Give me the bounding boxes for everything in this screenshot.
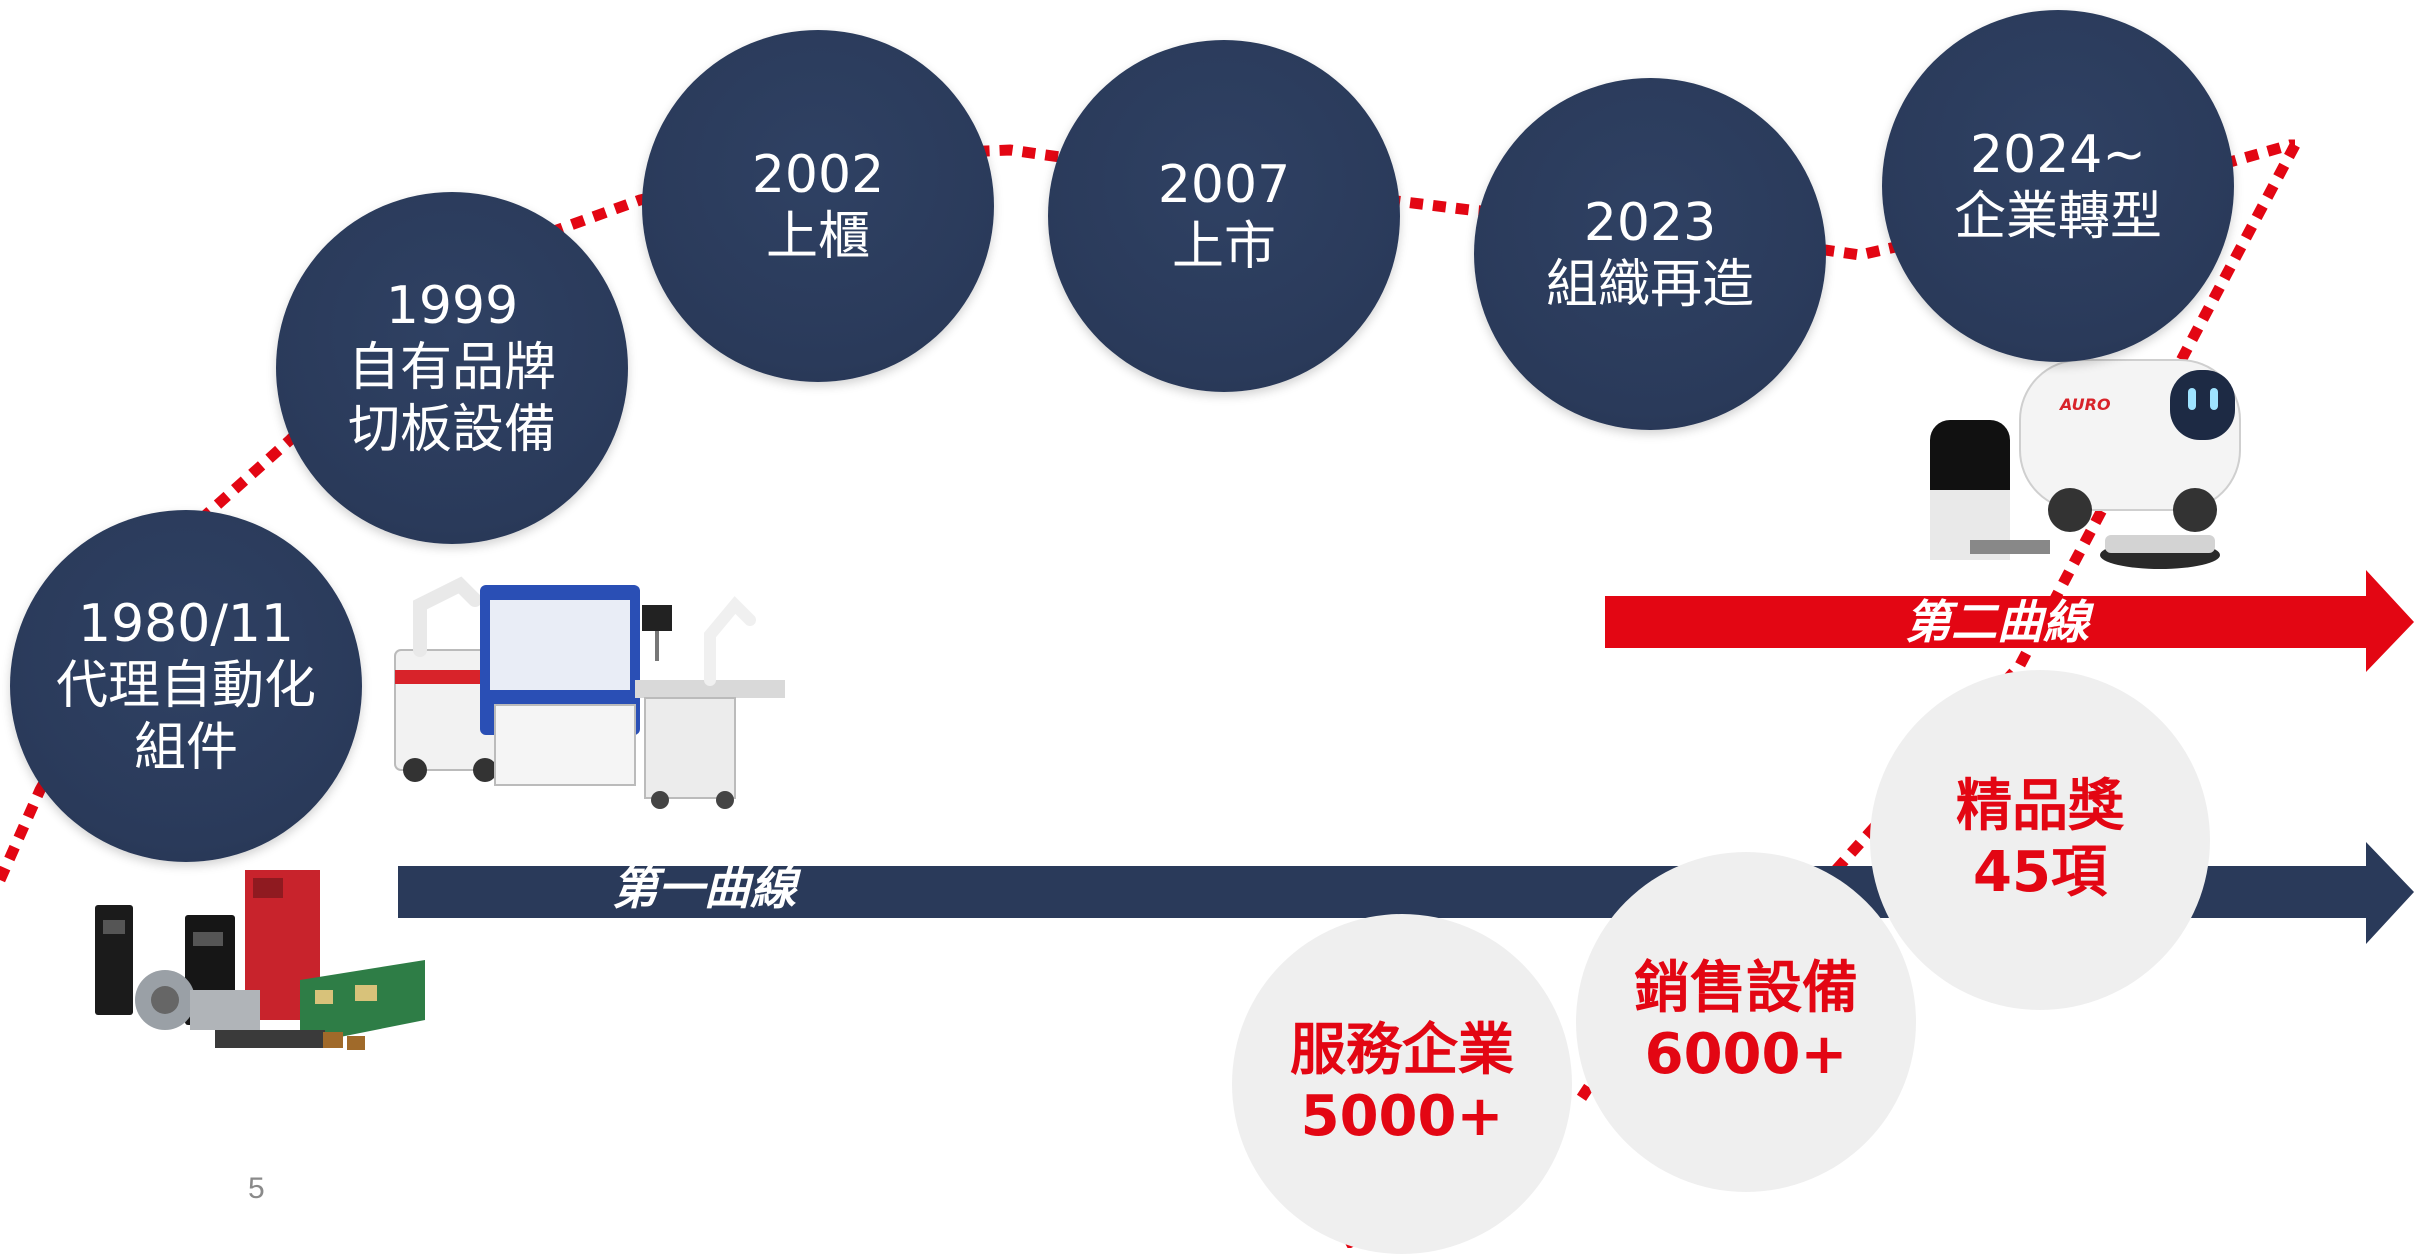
- milestone-text: 組件: [133, 718, 238, 778]
- milestone-year: 1999: [385, 276, 519, 336]
- milestone-text: 自有品牌: [347, 338, 556, 398]
- stat-label: 精品獎: [1956, 774, 2124, 839]
- milestone-text: 代理自動化: [55, 656, 316, 716]
- milestone-year: 2023: [1583, 193, 1717, 253]
- stat-value: 6000+: [1644, 1022, 1848, 1087]
- milestone-text: 上櫃: [765, 207, 870, 267]
- second-curve-label: 第二曲線: [1905, 595, 2089, 649]
- robot-brand-text: AURO: [2058, 395, 2111, 414]
- milestone-2023: 2023 組織再造: [1474, 78, 1826, 430]
- milestone-year: 1980/11: [77, 594, 295, 654]
- page-number: 5: [248, 1172, 265, 1205]
- milestone-1999: 1999 自有品牌 切板設備: [276, 192, 628, 544]
- milestone-2024: 2024~ 企業轉型: [1882, 10, 2234, 362]
- milestone-year: 2002: [751, 145, 885, 205]
- milestone-text: 企業轉型: [1953, 187, 2162, 247]
- milestone-2007: 2007 上市: [1048, 40, 1400, 392]
- stat-design-awards: 精品獎 45項: [1870, 670, 2210, 1010]
- stat-value: 45項: [1973, 840, 2107, 905]
- first-curve-label: 第一曲線: [612, 861, 796, 915]
- stat-service-companies: 服務企業 5000+: [1232, 914, 1572, 1254]
- stat-value: 5000+: [1300, 1084, 1504, 1149]
- milestone-1980: 1980/11 代理自動化 組件: [10, 510, 362, 862]
- milestone-year: 2024~: [1970, 125, 2146, 185]
- stat-label: 服務企業: [1290, 1018, 1514, 1083]
- milestone-text: 切板設備: [347, 400, 556, 460]
- milestone-2002: 2002 上櫃: [642, 30, 994, 382]
- cutting-equipment-photo: [394, 576, 785, 809]
- stat-label: 銷售設備: [1634, 956, 1858, 1021]
- milestone-text: 上市: [1171, 217, 1276, 277]
- autonomous-robots-photo: AURO: [1930, 359, 2241, 569]
- stat-equipment-sold: 銷售設備 6000+: [1576, 852, 1916, 1192]
- milestone-year: 2007: [1157, 155, 1291, 215]
- milestone-text: 組織再造: [1545, 255, 1754, 315]
- automation-components-photo: [95, 870, 425, 1050]
